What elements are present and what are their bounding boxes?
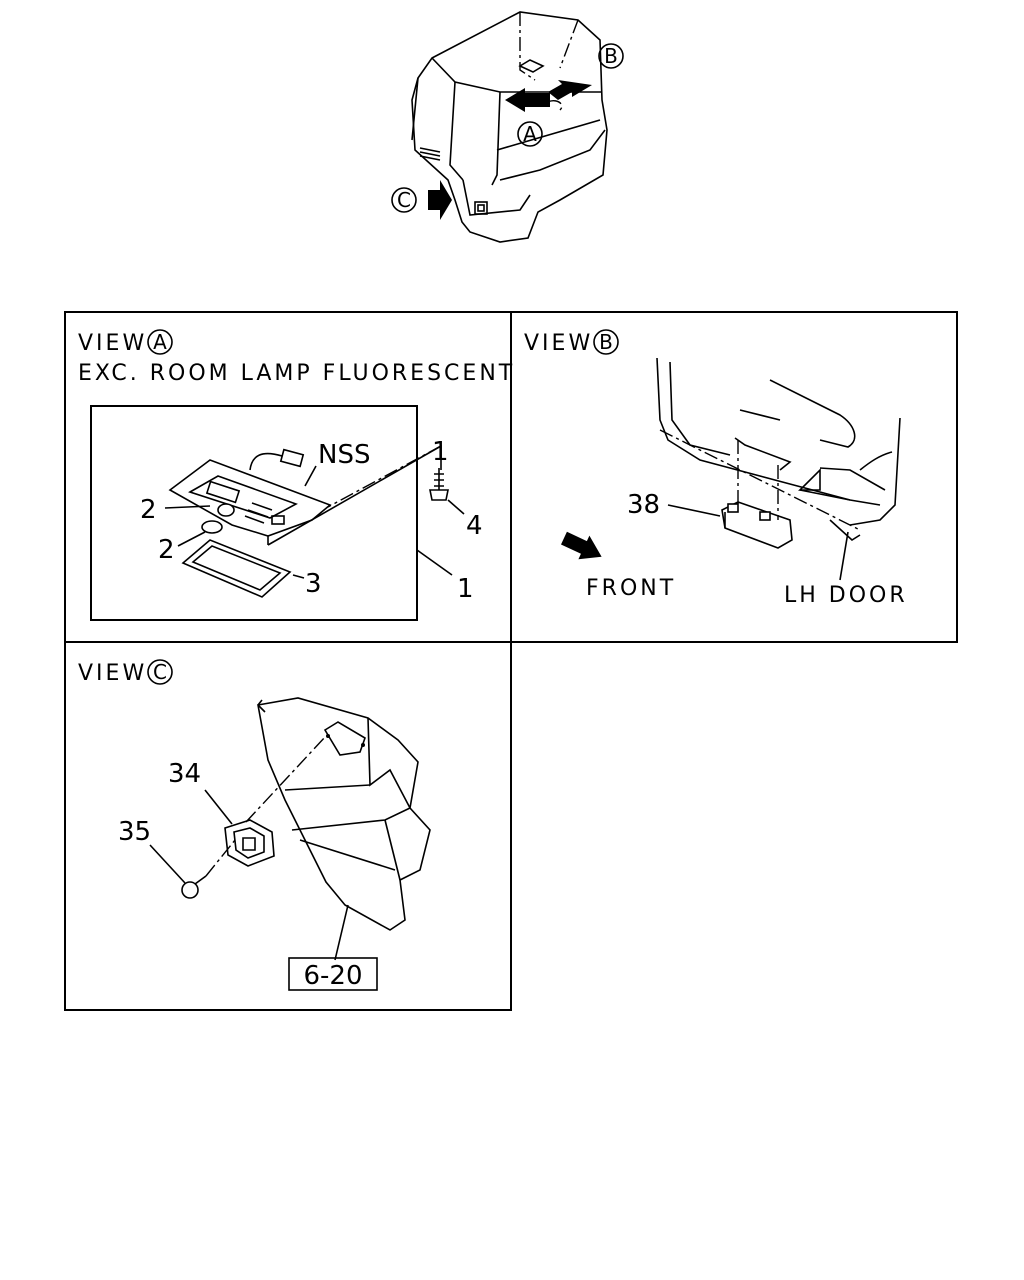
view-b-label: VIEW (524, 331, 593, 356)
callout-4: 4 (466, 511, 483, 541)
vehicle-overview: B A C (391, 11, 624, 243)
view-c-letter: C (153, 660, 167, 684)
callout-3: 3 (305, 569, 322, 599)
callout-b: B (604, 44, 618, 68)
view-b-letter: B (599, 330, 613, 354)
view-a-label: VIEW (78, 331, 147, 356)
view-c-label: VIEW (78, 661, 147, 686)
callout-c: C (397, 188, 411, 212)
callout-1-bottom: 1 (457, 574, 474, 604)
callout-35: 35 (118, 817, 151, 847)
view-c-panel: VIEW C 34 35 6-20 (78, 659, 431, 991)
callout-1-top: 1 (432, 437, 449, 467)
view-a-letter: A (153, 330, 167, 354)
lh-door-label: LH DOOR (784, 583, 908, 608)
panel-frames (64, 311, 958, 1011)
reference-box-label: 6-20 (303, 961, 362, 991)
front-arrow-icon (561, 531, 602, 560)
view-a-panel: VIEW A EXC. ROOM LAMP FLUORESCENT (78, 329, 515, 621)
callout-38: 38 (627, 490, 660, 520)
front-label: FRONT (586, 576, 676, 601)
arrow-c-icon (428, 180, 452, 220)
view-a-subtitle: EXC. ROOM LAMP FLUORESCENT (78, 361, 515, 386)
callout-2-upper: 2 (140, 495, 157, 525)
view-b-panel: VIEW B 38 FRONT LH DOOR (524, 329, 908, 608)
arrow-b-icon (548, 80, 592, 100)
arrow-a-icon (505, 88, 550, 112)
callout-2-lower: 2 (158, 535, 175, 565)
nss-label: NSS (318, 440, 370, 470)
callout-34: 34 (168, 759, 201, 789)
callout-a: A (523, 122, 537, 146)
